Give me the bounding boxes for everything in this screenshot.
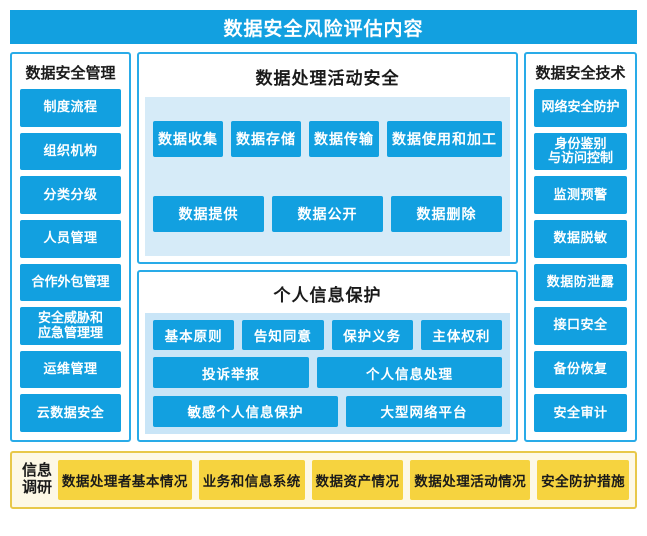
main-columns: 数据安全管理 制度流程 组织机构 分类分级 人员管理 合作外包管理 安全威胁和 … [10, 52, 637, 442]
personal-panel-title: 个人信息保护 [273, 286, 382, 305]
activity-panel-title: 数据处理活动安全 [255, 69, 400, 88]
activity-item-transmit[interactable]: 数据传输 [309, 120, 379, 157]
activity-item-provide[interactable]: 数据提供 [153, 196, 264, 233]
data-security-management-panel: 数据安全管理 制度流程 组织机构 分类分级 人员管理 合作外包管理 安全威胁和 … [10, 52, 131, 442]
personal-item-large-platform[interactable]: 大型网络平台 [346, 395, 502, 427]
left-item-0[interactable]: 制度流程 [20, 89, 121, 127]
left-panel-title: 数据安全管理 [25, 65, 116, 82]
personal-information-protection-panel: 个人信息保护 基本原则 告知同意 保护义务 主体权利 投诉举报 个人信息处理 敏… [137, 270, 518, 442]
data-processing-activity-panel: 数据处理活动安全 数据收集 数据存储 数据传输 数据使用和加工 数据提供 数据公… [137, 52, 518, 264]
survey-items: 数据处理者基本情况 业务和信息系统 数据资产情况 数据处理活动情况 安全防护措施 [58, 460, 629, 500]
survey-item-processor-profile[interactable]: 数据处理者基本情况 [58, 460, 192, 500]
personal-item-processing[interactable]: 个人信息处理 [317, 357, 502, 389]
left-item-7[interactable]: 云数据安全 [20, 394, 121, 432]
activity-item-use-process[interactable]: 数据使用和加工 [387, 120, 502, 157]
personal-item-informed-consent[interactable]: 告知同意 [242, 320, 324, 351]
center-column: 数据处理活动安全 数据收集 数据存储 数据传输 数据使用和加工 数据提供 数据公… [137, 52, 518, 442]
personal-item-basic-principles[interactable]: 基本原则 [153, 320, 235, 351]
personal-panel-band: 基本原则 告知同意 保护义务 主体权利 投诉举报 个人信息处理 敏感个人信息保护… [145, 313, 510, 434]
survey-item-protection-measures[interactable]: 安全防护措施 [537, 460, 629, 500]
personal-row-2: 投诉举报 个人信息处理 [153, 357, 502, 389]
right-item-5[interactable]: 接口安全 [534, 307, 627, 345]
activity-item-delete[interactable]: 数据删除 [391, 196, 502, 233]
activity-item-store[interactable]: 数据存储 [231, 120, 301, 157]
activity-row-2: 数据提供 数据公开 数据删除 [153, 196, 502, 233]
personal-item-protection-duty[interactable]: 保护义务 [331, 320, 413, 351]
left-item-5[interactable]: 安全威胁和 应急管理理 [20, 307, 121, 345]
survey-item-business-systems[interactable]: 业务和信息系统 [198, 460, 305, 500]
information-survey-bar: 信息 调研 数据处理者基本情况 业务和信息系统 数据资产情况 数据处理活动情况 … [10, 451, 637, 509]
right-item-6[interactable]: 备份恢复 [534, 350, 627, 389]
activity-row-1: 数据收集 数据存储 数据传输 数据使用和加工 [153, 120, 502, 157]
activity-item-disclose[interactable]: 数据公开 [272, 196, 383, 233]
left-item-1[interactable]: 组织机构 [20, 132, 121, 171]
personal-item-subject-rights[interactable]: 主体权利 [420, 320, 502, 351]
right-item-1[interactable]: 身份鉴别 与访问控制 [534, 132, 627, 171]
right-item-4[interactable]: 数据防泄露 [534, 263, 627, 302]
right-item-2[interactable]: 监测预警 [534, 176, 627, 214]
personal-row-3: 敏感个人信息保护 大型网络平台 [153, 395, 502, 427]
activity-item-collect[interactable]: 数据收集 [153, 120, 223, 157]
survey-bar-label: 信息 调研 [22, 462, 53, 496]
right-item-0[interactable]: 网络安全防护 [534, 89, 627, 127]
personal-item-complaints[interactable]: 投诉举报 [153, 357, 309, 389]
survey-item-processing-activities[interactable]: 数据处理活动情况 [410, 460, 531, 500]
right-item-7[interactable]: 安全审计 [534, 394, 627, 432]
data-security-technology-panel: 数据安全技术 网络安全防护 身份鉴别 与访问控制 监测预警 数据脱敏 数据防泄露… [524, 52, 637, 442]
left-item-3[interactable]: 人员管理 [20, 219, 121, 258]
left-item-2[interactable]: 分类分级 [20, 176, 121, 214]
left-item-4[interactable]: 合作外包管理 [20, 263, 121, 302]
right-item-3[interactable]: 数据脱敏 [534, 219, 627, 258]
activity-panel-band: 数据收集 数据存储 数据传输 数据使用和加工 数据提供 数据公开 数据删除 [145, 97, 510, 256]
page-title: 数据安全风险评估内容 [10, 10, 637, 44]
personal-row-1: 基本原则 告知同意 保护义务 主体权利 [153, 320, 502, 351]
right-panel-title: 数据安全技术 [535, 65, 626, 82]
left-item-6[interactable]: 运维管理 [20, 350, 121, 389]
survey-item-data-assets[interactable]: 数据资产情况 [311, 460, 404, 500]
personal-item-sensitive-info[interactable]: 敏感个人信息保护 [153, 395, 338, 427]
